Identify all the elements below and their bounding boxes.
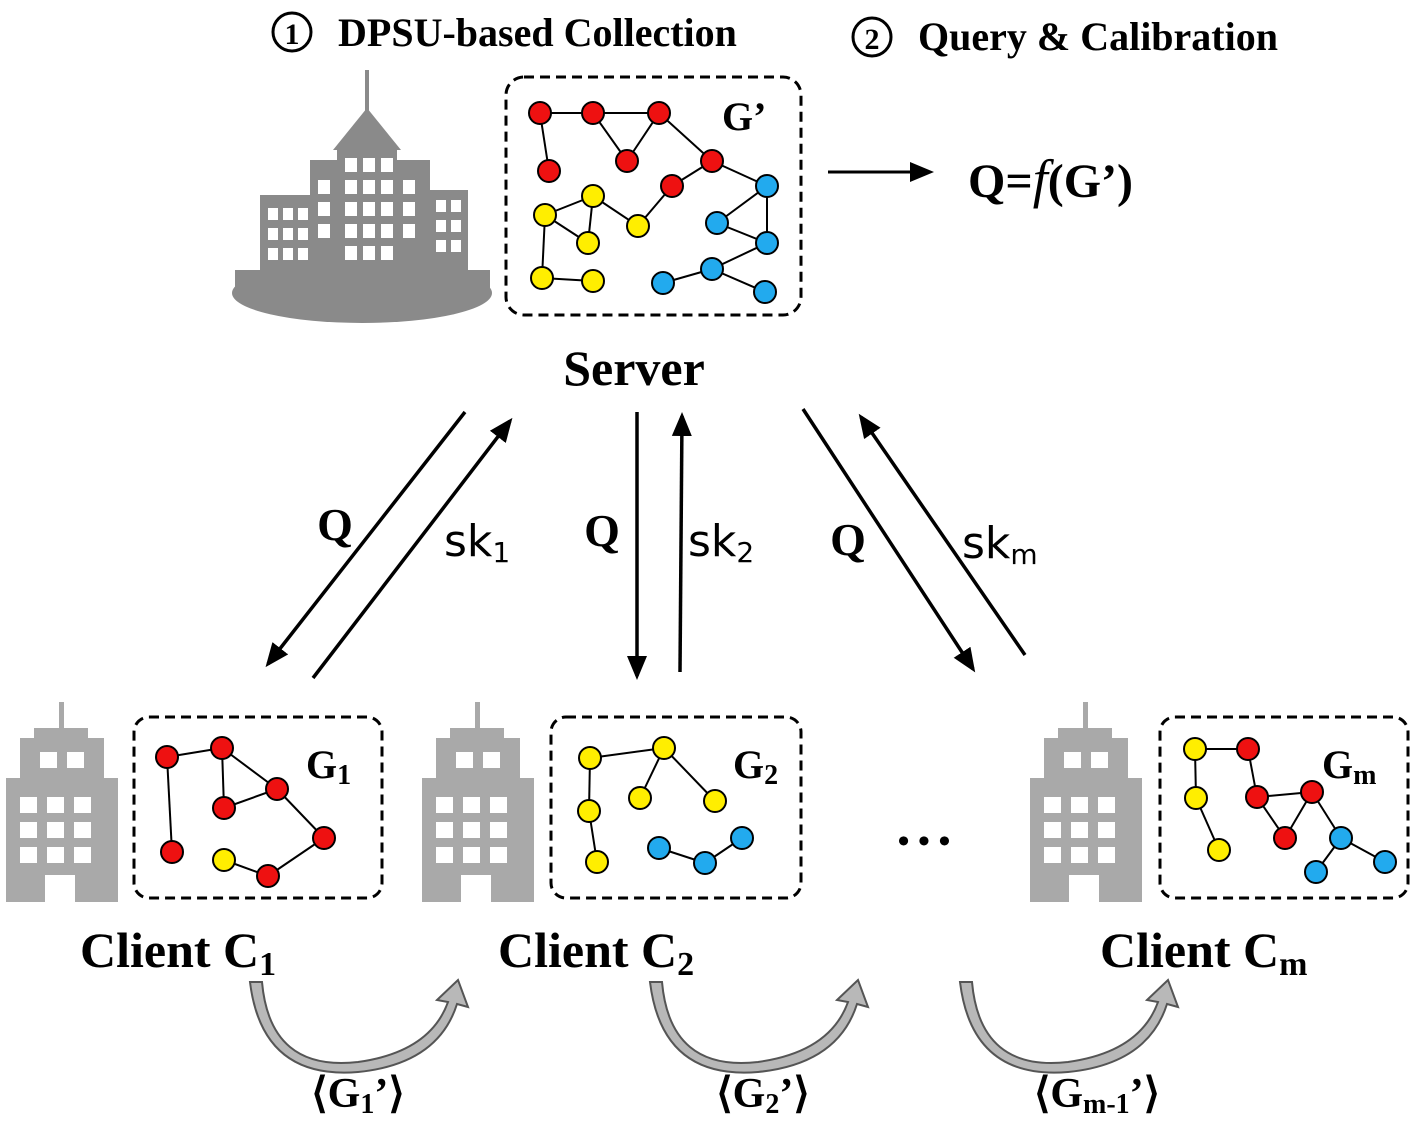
step2-heading: 2 Query & Calibration (851, 14, 1278, 59)
server-graph-frame (504, 75, 803, 317)
link-m-key-label: skm (962, 518, 1038, 571)
transfer-2-label: ⟨G2’⟩ (716, 1071, 809, 1120)
query-formula: Q=f(G’) (968, 149, 1133, 209)
transfer-1-label: ⟨G1’⟩ (311, 1071, 404, 1120)
step1-number-circle (271, 11, 313, 53)
link-1-key-label: sk1 (444, 516, 510, 569)
query-arrow-client-m (801, 408, 976, 673)
step1-heading: 1 DPSU-based Collection (271, 10, 737, 55)
server-graph-edges (539, 112, 768, 293)
server-graph-nodes (528, 101, 779, 304)
client-1-label: Client C1 (80, 922, 276, 983)
client-m-label: Client Cm (1100, 922, 1307, 983)
client-2-building-icon (422, 702, 534, 902)
transfer-m-label: ⟨Gm-1’⟩ (1034, 1071, 1160, 1120)
step2-text: Query & Calibration (918, 14, 1278, 59)
client-1-graph-label: G1 (306, 742, 351, 791)
step2-number: 2 (865, 23, 880, 56)
client-m-graph-label: Gm (1322, 742, 1376, 791)
step1-number: 1 (285, 18, 300, 51)
link-arrows (265, 408, 1027, 680)
link-1-query-label: Q (317, 499, 353, 550)
key-arrow-client-1 (311, 417, 513, 680)
link-2-query-label: Q (584, 505, 620, 556)
client-m-graph: Gm (1158, 715, 1410, 900)
step1-text: DPSU-based Collection (338, 10, 737, 55)
transfer-arrow-m (958, 978, 1180, 1074)
client-1-graph: G1 (132, 715, 384, 900)
server-graph: G’ (504, 75, 803, 317)
client-2-graph-frame (549, 715, 803, 900)
client-2-label: Client C2 (498, 922, 694, 983)
query-arrow-client-1 (265, 410, 467, 668)
ellipsis: • • • (898, 823, 951, 860)
client-1-building-icon (6, 702, 118, 902)
client-m-building-icon (1030, 702, 1142, 902)
server-graph-label: G’ (722, 94, 766, 139)
client-2-graph-label: G2 (733, 742, 778, 791)
transfer-arrow-1 (248, 978, 470, 1074)
key-arrow-client-2 (671, 412, 692, 673)
key-arrow-client-m (858, 413, 1027, 656)
client-2-graph: G2 (549, 715, 803, 900)
transfer-arrow-2 (648, 978, 870, 1074)
link-2-key-label: sk2 (688, 516, 754, 569)
server-label: Server (563, 340, 705, 396)
server-building-icon (232, 70, 492, 323)
link-m-query-label: Q (830, 514, 866, 565)
transfer-arrows (248, 978, 1180, 1074)
step2-number-circle (851, 16, 893, 58)
